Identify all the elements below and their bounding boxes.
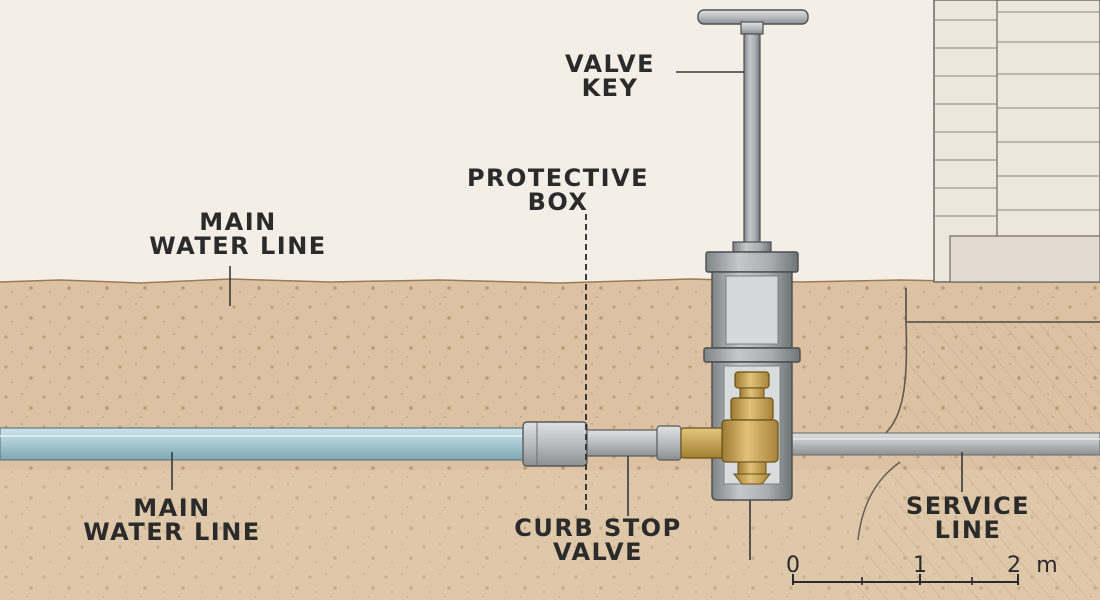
service-line-pipe	[789, 432, 1100, 456]
valve-key	[697, 9, 809, 247]
scale-bar: 0 1 2 m	[786, 553, 1058, 585]
house-wall	[933, 0, 1100, 283]
pipe-coupling	[522, 421, 588, 467]
label-main-water-line-upper: MAIN WATER LINE	[149, 208, 326, 260]
scale-tick-1: 1	[913, 553, 927, 578]
label-valve-key-line2: KEY	[582, 74, 639, 102]
scale-tick-2: 2	[1007, 553, 1021, 578]
label-protective-box-line2: BOX	[528, 188, 589, 216]
label-main-water-line-upper-line2: WATER LINE	[149, 232, 326, 260]
scale-unit: m	[1036, 553, 1057, 578]
label-curb-stop-valve-line1: CURB STOP	[514, 514, 681, 542]
label-curb-stop-valve: CURB STOP VALVE	[514, 514, 681, 566]
label-valve-key: VALVE KEY	[565, 50, 655, 102]
label-valve-key-line1: VALVE	[565, 50, 655, 78]
label-service-line: SERVICE LINE	[906, 492, 1030, 544]
scale-tick-0: 0	[786, 553, 800, 578]
label-main-water-line-upper-line1: MAIN	[199, 208, 276, 236]
label-protective-box-line1: PROTECTIVE	[467, 164, 649, 192]
label-service-line-line2: LINE	[935, 516, 1002, 544]
label-protective-box: PROTECTIVE BOX	[467, 164, 649, 216]
label-service-line-line1: SERVICE	[906, 492, 1030, 520]
label-curb-stop-valve-line2: VALVE	[553, 538, 643, 566]
leader-lines	[171, 71, 963, 560]
main-water-line-pipe	[0, 427, 536, 461]
label-main-water-line-lower-line1: MAIN	[133, 494, 210, 522]
label-main-water-line-lower: MAIN WATER LINE	[83, 494, 260, 546]
curb-stop-valve-body	[680, 371, 779, 485]
connector-pipe	[586, 425, 682, 461]
label-main-water-line-lower-line2: WATER LINE	[83, 518, 260, 546]
